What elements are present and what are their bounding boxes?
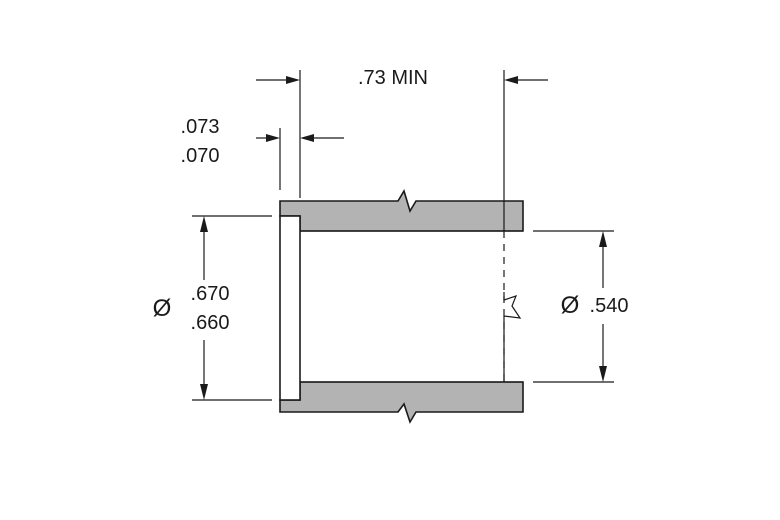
inner-diameter-dimension: Ø .540	[533, 230, 629, 383]
outer-diameter-dimension: Ø .670 .660	[153, 215, 272, 401]
flange	[279, 215, 301, 401]
inner-diameter-symbol: Ø	[561, 292, 580, 319]
outer-diameter-max: .670	[191, 283, 230, 305]
inner-diameter-value: .540	[590, 295, 629, 317]
outer-diameter-min: .660	[191, 312, 230, 334]
bottom-wall	[279, 381, 524, 424]
length-dimension: .73 MIN	[256, 67, 548, 231]
bushing-part	[279, 189, 524, 424]
outer-diameter-symbol: Ø	[153, 295, 172, 322]
flange-thickness-min: .070	[181, 145, 220, 167]
length-label: .73 MIN	[358, 67, 428, 89]
end-break-zigzag	[503, 292, 522, 382]
flange-thickness-dimension: .073 .070	[181, 116, 344, 190]
top-wall	[279, 189, 524, 232]
flange-thickness-max: .073	[181, 116, 220, 138]
